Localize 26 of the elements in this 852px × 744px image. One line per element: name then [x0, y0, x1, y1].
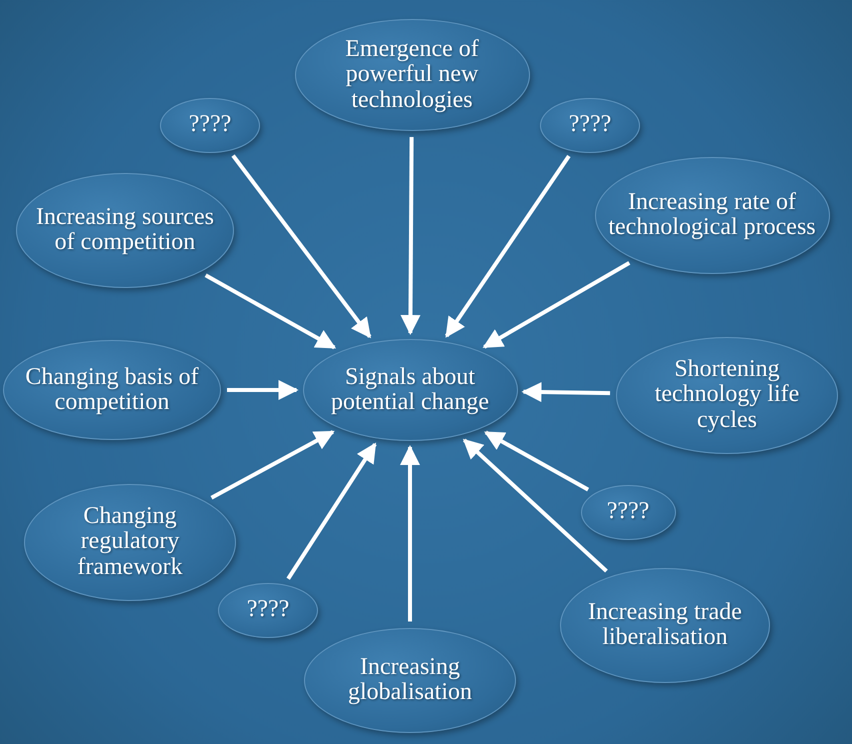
arrow	[231, 154, 372, 338]
arrow	[521, 382, 610, 402]
arrow	[227, 380, 298, 400]
arrow	[204, 274, 336, 350]
arrow	[482, 261, 630, 349]
arrow	[444, 154, 571, 338]
arrow	[462, 438, 608, 573]
node-label: Signals about potential change	[330, 364, 490, 416]
node-label: ????	[188, 112, 232, 138]
node-label: ????	[246, 597, 290, 623]
node-label: Increasing globalisation	[347, 654, 473, 706]
ellipse-node	[580, 484, 676, 540]
node-label: ????	[606, 499, 650, 525]
node-label: Shortening technology life cycles	[654, 357, 800, 433]
arrow	[484, 430, 590, 492]
node-label: Changing basis of competition	[24, 364, 200, 416]
arrow	[400, 445, 420, 622]
arrow	[210, 430, 335, 500]
node-label: ????	[568, 112, 612, 138]
node-label: Increasing trade liberalisation	[587, 600, 743, 650]
node-label: Increasing rate of technological process	[607, 190, 817, 240]
node-label: Emergence of powerful new technologies	[344, 37, 480, 113]
arrow	[286, 442, 377, 580]
node-label: Changing regulatory framework	[76, 504, 184, 580]
node-label: Increasing sources of competition	[35, 204, 215, 256]
arrow	[400, 137, 420, 335]
